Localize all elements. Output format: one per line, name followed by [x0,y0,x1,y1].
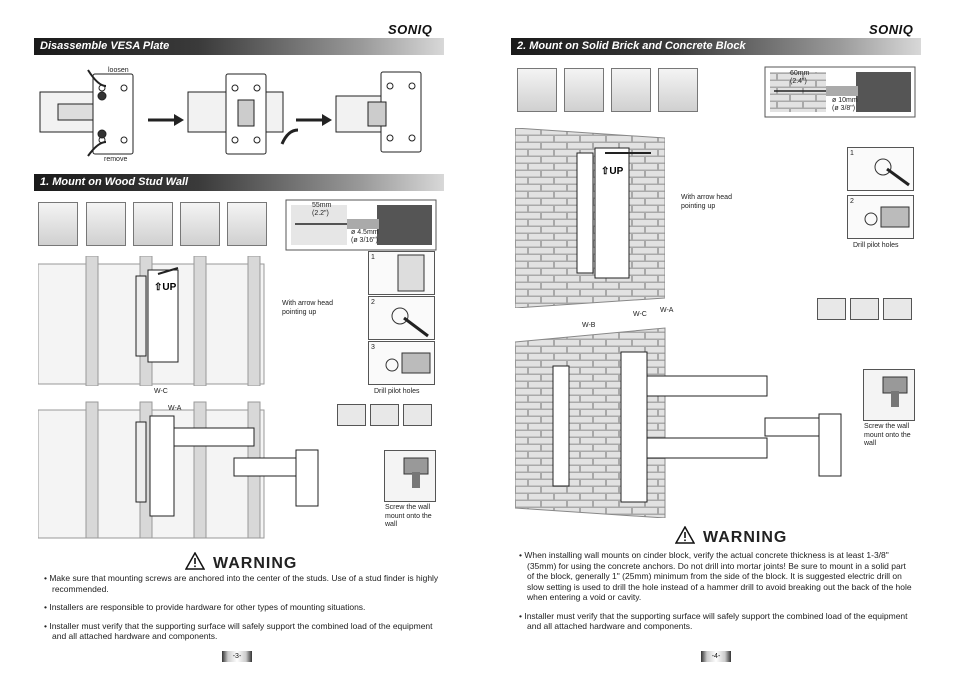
wb-label: W-B [582,322,596,329]
level-check-ok [817,298,846,320]
step-1-image [847,147,914,191]
wc-label-left: W-C [154,388,168,395]
pencil-tool [611,68,651,112]
brand-logo: SONIQ [388,22,433,37]
arrow-note-right: With arrow head pointing up [681,194,732,210]
left-page: SONIQ Disassemble VESA Plate [34,22,444,662]
stud-wall-tool [38,202,78,246]
step-2-image [368,296,435,340]
drill-bit-diagram-right [764,66,916,118]
step-3-number: 3 [371,344,375,351]
bullet-item: • Installer must verify that the support… [519,610,908,632]
step-1-number: 1 [850,150,854,157]
drill-dia-label: ø 10mm [832,97,858,104]
section-title-text: 2. Mount on Solid Brick and Concrete Blo… [517,40,746,52]
screw-note-left: Screw the wall mount onto the wall [385,504,432,528]
brand-logo: SONIQ [869,22,914,37]
pencil-tool [180,202,220,246]
stud-wall-illustration: ⇧UP [38,256,265,386]
section-title-text: 1. Mount on Wood Stud Wall [40,176,189,188]
warning-text: WARNING [703,528,788,546]
drill-image-right [863,369,915,421]
drill-pilot-label-right: Drill pilot holes [853,242,899,249]
level-tool [133,202,173,246]
section-title-wood-stud: 1. Mount on Wood Stud Wall [34,174,444,191]
drill-depth-label: 60mm [790,70,810,77]
wa-label-right: W-A [660,307,674,314]
drill-tool [658,68,698,112]
level-check-x-2 [883,298,912,320]
warning-bullets-right: • When installing wall mounts on cinder … [519,550,915,640]
section-title-disassemble: Disassemble VESA Plate [34,38,444,55]
drill-dia-inch: (ø 3/16") [351,237,378,244]
drill-depth-label: 55mm [312,202,332,209]
page-number-left: -3- [222,651,252,662]
level-tool [564,68,604,112]
screw-note-right: Screw the wall mount onto the wall [864,423,911,447]
bullet-item: • Make sure that mounting screws are anc… [44,573,439,594]
drill-tool [227,202,267,246]
step-1-image [368,251,435,295]
right-page: SONIQ 2. Mount on Solid Brick and Concre… [477,0,954,675]
step-2-number: 2 [371,299,375,306]
level-check-x-1 [370,404,399,426]
drill-image-left [384,450,436,502]
loosen-label: loosen [108,67,129,74]
step-a [39,73,134,155]
mounted-arm-illustration [38,401,319,539]
step-3-image [368,341,435,385]
svg-text:⇧UP: ⇧UP [601,166,624,177]
bullet-item: • Installer must verify that the support… [44,620,433,642]
svg-text:⇧UP: ⇧UP [154,282,177,293]
warning-icon [184,551,206,575]
bullet-item: • Installers are responsible to provide … [44,602,366,612]
disassemble-illustration [39,69,422,157]
drill-depth-inch: (2.2") [312,210,329,217]
drill-dia-label: ø 4.5mm [351,229,379,236]
level-check-x-1 [850,298,879,320]
remove-label: remove [104,156,128,163]
brick-tool [517,68,557,112]
drill-dia-inch: (ø 3/8") [832,105,856,112]
warning-icon [674,525,696,549]
mounted-arm-brick-illustration [515,327,842,518]
step-2-image [847,195,914,239]
drill-bit-diagram [285,199,437,251]
step-1-number: 1 [371,254,375,261]
bullet-item: • When installing wall mounts on cinder … [519,550,912,602]
brick-wall-illustration: ⇧UP [515,128,665,308]
level-check-ok [337,404,366,426]
section-title-brick: 2. Mount on Solid Brick and Concrete Blo… [511,38,921,55]
warning-text: WARNING [213,554,298,572]
arrow-note-left: With arrow head pointing up [282,300,333,316]
warning-title-right: WARNING [674,525,788,549]
warning-bullets-left: • Make sure that mounting screws are anc… [44,573,444,650]
stud-finder-tool [86,202,126,246]
warning-title-left: WARNING [184,551,298,575]
wa-label-left: W-A [168,405,182,412]
page-number-right: -4- [701,651,731,662]
drill-depth-inch: (2.4") [790,78,807,85]
section-title-text: Disassemble VESA Plate [40,40,170,52]
step-2-number: 2 [850,198,854,205]
level-check-x-2 [403,404,432,426]
wc-label-right: W-C [633,311,647,318]
drill-pilot-label-left: Drill pilot holes [374,388,420,395]
